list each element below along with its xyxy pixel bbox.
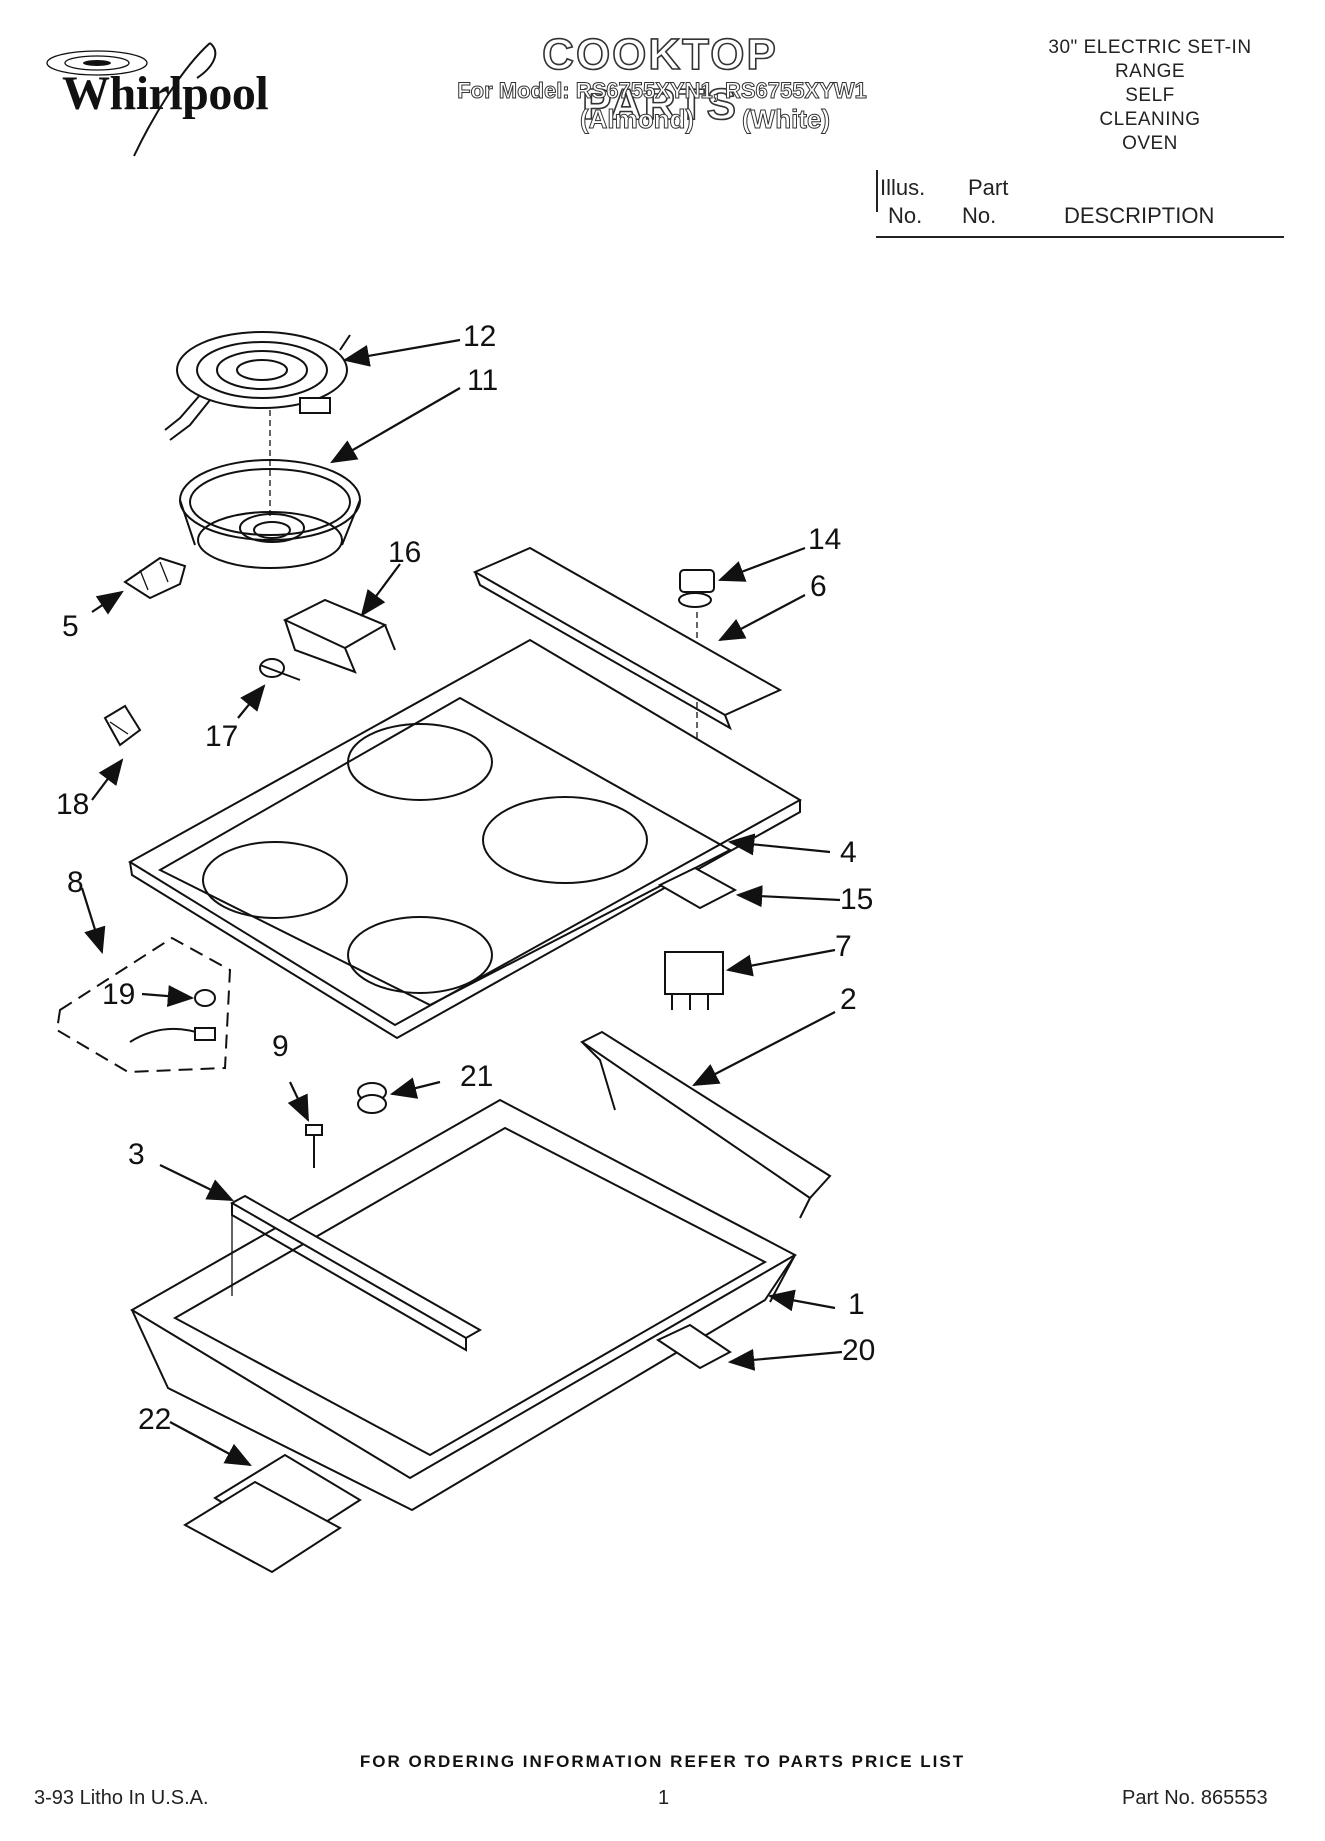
model-numbers: For Model: RS6755XYN1, RS6755XYW1 — [457, 78, 868, 104]
callout-17: 17 — [205, 720, 239, 753]
callout-6: 6 — [810, 570, 827, 603]
callout-5: 5 — [62, 610, 79, 643]
brand-wordmark: Whirlpool — [62, 67, 269, 120]
surface-element — [164, 331, 351, 441]
burner-box — [130, 1098, 798, 1512]
small-bracket — [655, 1323, 732, 1370]
col-illus-no: Illus. No. — [880, 174, 925, 230]
rear-channel — [182, 1453, 362, 1574]
callout-15: 15 — [840, 883, 874, 916]
indicator-light — [259, 658, 301, 681]
leader-arrows — [80, 338, 843, 1467]
part-number: Part No. 865553 — [1122, 1787, 1268, 1809]
col-illus-label: No. — [888, 203, 923, 228]
callout-11: 11 — [467, 364, 499, 397]
callout-2: 2 — [840, 983, 857, 1016]
callout-12: 12 — [463, 320, 497, 353]
switch-plate — [657, 866, 738, 910]
print-info: 3-93 Litho In U.S.A. — [34, 1787, 209, 1809]
callout-4: 4 — [840, 836, 857, 869]
range-type-line: RANGE — [1114, 61, 1186, 82]
col-part-label: No. — [962, 203, 997, 228]
infinite-switch — [664, 951, 724, 1010]
ordering-note: FOR ORDERING INFORMATION REFER TO PARTS … — [359, 1752, 966, 1771]
page-title: COOKTOP PARTS — [541, 29, 778, 130]
range-type-line: CLEANING — [1099, 109, 1201, 130]
callout-20: 20 — [842, 1334, 876, 1367]
range-type-line: SELF — [1125, 85, 1175, 106]
page-number: 1 — [658, 1787, 670, 1809]
range-type-line: OVEN — [1122, 133, 1178, 154]
callout-14: 14 — [808, 523, 842, 556]
side-bracket — [580, 1030, 832, 1219]
callout-7: 7 — [835, 930, 852, 963]
range-type: 30" ELECTRIC SET-IN RANGE SELF CLEANING … — [1010, 36, 1290, 156]
callout-18: 18 — [56, 788, 90, 821]
col-part-no: Part No. — [962, 174, 1008, 230]
callout-8: 8 — [67, 866, 84, 899]
col-part-label: Part — [968, 175, 1009, 200]
mounting-bracket — [282, 598, 396, 674]
terminal-block — [123, 556, 187, 600]
table-left-rule — [876, 170, 878, 212]
callout-3: 3 — [128, 1138, 145, 1171]
color-almond: (Almond) — [579, 104, 695, 135]
col-description: DESCRIPTION — [1064, 203, 1215, 228]
range-type-line: 30" ELECTRIC SET-IN — [1048, 37, 1252, 58]
color-white: (White) — [741, 104, 831, 135]
callout-9: 9 — [272, 1030, 289, 1063]
col-illus-label: Illus. — [880, 175, 926, 200]
grommet — [357, 1082, 387, 1114]
callout-22: 22 — [138, 1403, 172, 1436]
callout-21: 21 — [460, 1060, 494, 1093]
table-header-rule — [876, 236, 1284, 238]
control-panel — [472, 546, 783, 731]
callout-16: 16 — [388, 536, 422, 569]
parts-table-header: Illus. No. Part No. DESCRIPTION — [876, 170, 1284, 240]
swirl-logo-icon — [46, 42, 217, 157]
callout-1: 1 — [848, 1288, 865, 1321]
cross-brace — [229, 1194, 483, 1352]
callout-19: 19 — [102, 978, 136, 1011]
wire-kit — [55, 936, 232, 1074]
whirlpool-logo: Whirlpool — [22, 28, 272, 173]
clip — [103, 704, 142, 747]
drip-bowl — [179, 410, 361, 569]
screw — [305, 1124, 323, 1168]
